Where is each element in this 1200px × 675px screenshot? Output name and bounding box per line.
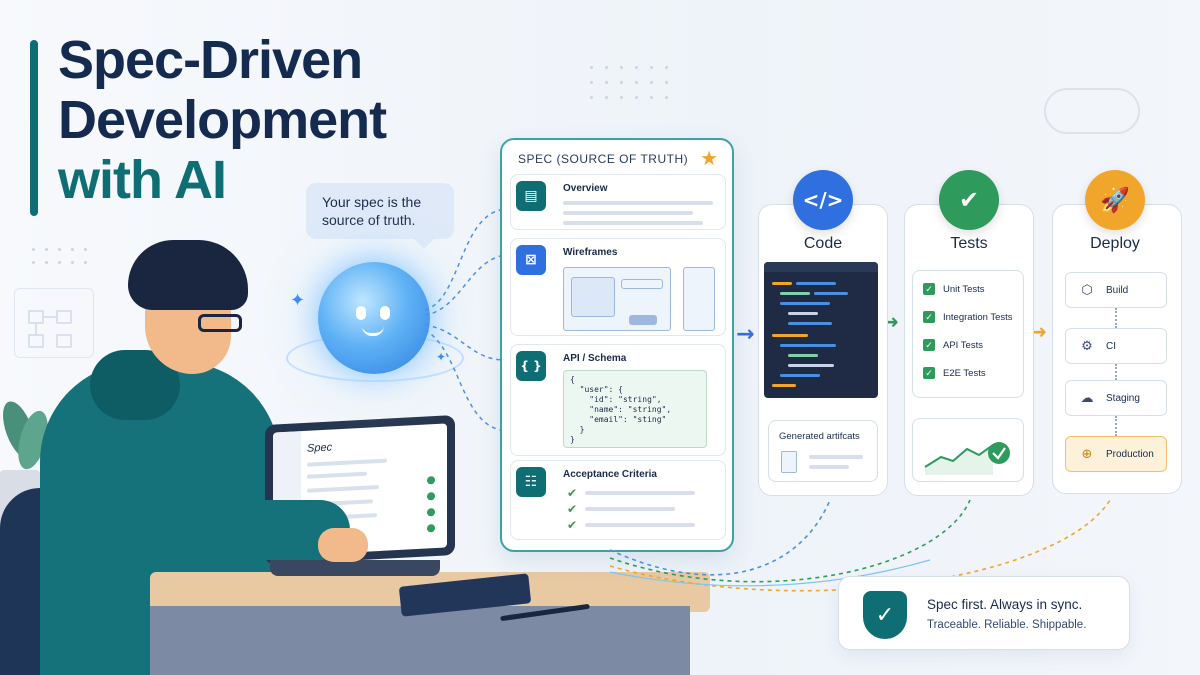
spec-panel: SPEC (SOURCE OF TRUTH) ★ ▤ Overview ⊠ Wi… [500, 138, 734, 552]
spec-section-label: Wireframes [563, 247, 618, 258]
spec-panel-header: SPEC (SOURCE OF TRUTH) [518, 152, 689, 166]
cloud-decoration [1044, 88, 1140, 134]
check-icon: ✔ [567, 502, 578, 516]
spec-section-wireframes[interactable]: ⊠ Wireframes [510, 238, 726, 336]
braces-icon: { } [516, 351, 546, 381]
globe-icon: ⊕ [1081, 446, 1093, 462]
check-icon: ✔ [939, 170, 999, 230]
check-icon: ✔ [567, 486, 578, 500]
checkbox-icon: ✓ [923, 367, 935, 379]
cube-icon: ⬡ [1081, 282, 1093, 298]
desk-front [150, 606, 690, 675]
test-item[interactable]: ✓API Tests [923, 339, 983, 351]
wireframe-icon: ⊠ [516, 245, 546, 275]
checkbox-icon: ✓ [923, 311, 935, 323]
schema-code: { "user": { "id": "string", "name": "str… [563, 370, 707, 448]
file-icon [781, 451, 797, 473]
code-icon: </> [793, 170, 853, 230]
laptop-doc-title: Spec [307, 441, 333, 455]
rocket-icon: 🚀 [1085, 170, 1145, 230]
title-accent-bar [30, 40, 38, 216]
title-line-1: Spec-Driven [58, 30, 363, 90]
deploy-step-staging[interactable]: ☁ Staging [1065, 380, 1167, 416]
spec-section-acceptance-criteria[interactable]: ☷ Acceptance Criteria ✔ ✔ ✔ [510, 460, 726, 540]
artifacts-label: Generated artifcats [779, 431, 860, 442]
deploy-step-ci[interactable]: ⚙ CI [1065, 328, 1167, 364]
banner-subline: Traceable. Reliable. Shippable. [927, 619, 1087, 631]
checkbox-icon: ✓ [923, 283, 935, 295]
person-hand [318, 528, 368, 562]
star-icon: ★ [700, 148, 718, 170]
laptop-check-icon [427, 524, 435, 533]
deploy-step-build[interactable]: ⬡ Build [1065, 272, 1167, 308]
check-icon: ✔ [567, 518, 578, 532]
test-list: ✓Unit Tests ✓Integration Tests ✓API Test… [912, 270, 1024, 398]
arrow-icon: → [736, 322, 755, 347]
shield-check-icon: ✓ [863, 591, 907, 639]
title-line-3: with AI [58, 150, 227, 210]
generated-artifacts-card[interactable]: Generated artifcats [768, 420, 878, 482]
deploy-step-production[interactable]: ⊕ Production [1065, 436, 1167, 472]
dot-grid-decoration-top [590, 66, 668, 99]
cloud-icon: ☁ [1080, 390, 1094, 406]
sparkle-icon: ✦ [436, 350, 447, 364]
laptop-check-icon [427, 508, 435, 517]
tests-column-title: Tests [950, 235, 988, 252]
test-trend-chart [912, 418, 1024, 482]
person-hair [128, 240, 248, 310]
diagram-decoration [14, 288, 94, 358]
code-column-title: Code [803, 235, 843, 252]
spec-section-overview[interactable]: ▤ Overview [510, 174, 726, 230]
ai-orb-icon [318, 262, 430, 374]
speech-bubble: Your spec is the source of truth. [306, 183, 454, 249]
title-line-2: Development [58, 90, 387, 150]
dot-grid-decoration [32, 248, 87, 264]
gear-icon: ⚙ [1081, 338, 1093, 354]
checkbox-icon: ✓ [923, 339, 935, 351]
spec-section-api-schema[interactable]: { } API / Schema { "user": { "id": "stri… [510, 344, 726, 456]
spec-section-label: Acceptance Criteria [563, 469, 657, 480]
code-editor [764, 262, 878, 398]
deploy-column-title: Deploy [1090, 235, 1140, 252]
glasses-icon [198, 314, 242, 332]
sparkle-icon: ✦ [290, 290, 306, 310]
spec-section-label: Overview [563, 183, 608, 194]
laptop-base [270, 560, 440, 576]
test-item[interactable]: ✓Unit Tests [923, 283, 985, 295]
summary-banner: ✓ Spec first. Always in sync. Traceable.… [838, 576, 1130, 650]
orb-connectors [424, 209, 506, 431]
spec-section-label: API / Schema [563, 353, 627, 364]
laptop-check-icon [427, 476, 435, 485]
page-title: Spec-Driven Development with AI [58, 30, 387, 210]
checklist-icon: ☷ [516, 467, 546, 497]
laptop-check-icon [427, 492, 435, 501]
test-item[interactable]: ✓E2E Tests [923, 367, 986, 379]
test-item[interactable]: ✓Integration Tests [923, 311, 1013, 323]
document-icon: ▤ [516, 181, 546, 211]
banner-headline: Spec first. Always in sync. [927, 597, 1083, 612]
